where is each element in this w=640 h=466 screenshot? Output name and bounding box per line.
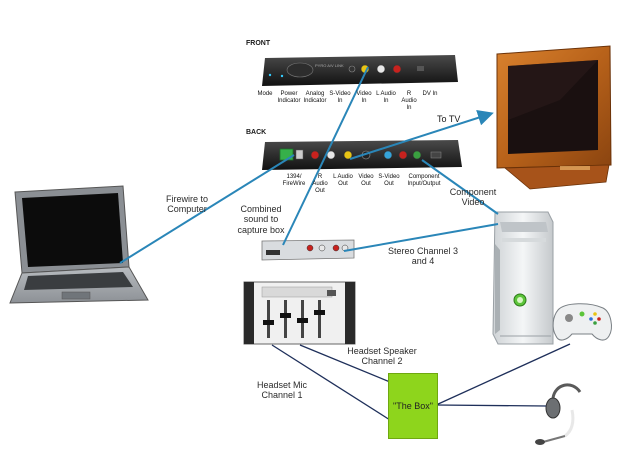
stereo-label: Stereo Channel 3 and 4 bbox=[387, 246, 459, 267]
combined-sound-label: Combined sound to capture box bbox=[237, 204, 285, 235]
headset-icon bbox=[535, 383, 582, 445]
front-port-label: R Audio In bbox=[401, 91, 417, 112]
mixer-icon bbox=[243, 281, 356, 345]
back-port-label: R Audio Out bbox=[312, 174, 328, 195]
sound-box bbox=[261, 239, 355, 261]
headset-lines bbox=[271, 343, 571, 421]
back-port-label: Component Input/Output bbox=[407, 174, 441, 188]
front-port-label: Video In bbox=[356, 91, 372, 105]
back-port-label: Video Out bbox=[358, 174, 374, 188]
xbox-controller-icon bbox=[552, 303, 612, 341]
svg-text:PYRO A/V LINK: PYRO A/V LINK bbox=[315, 63, 344, 68]
capture-box-front: PYRO A/V LINK bbox=[262, 55, 458, 86]
the-box-label: "The Box" bbox=[393, 401, 433, 411]
front-port-label: Mode bbox=[257, 91, 273, 97]
tv-icon bbox=[496, 45, 612, 190]
cable-component bbox=[421, 159, 499, 215]
to-tv-label: To TV bbox=[437, 114, 461, 124]
front-port-label: S-Video In bbox=[329, 91, 351, 105]
xbox-console-icon bbox=[492, 211, 554, 345]
front-port-label: DV In bbox=[422, 91, 438, 97]
front-title: FRONT bbox=[246, 40, 271, 47]
front-port-label: Analog Indicator bbox=[303, 91, 327, 105]
the-box: "The Box" bbox=[388, 373, 438, 439]
cable-video-in bbox=[282, 66, 369, 246]
component-label: Component Video bbox=[449, 187, 497, 208]
cable-firewire bbox=[119, 154, 295, 264]
cable-stereo bbox=[343, 223, 499, 252]
firewire-label: Firewire to Computer bbox=[165, 194, 208, 215]
logo-icon bbox=[286, 62, 314, 78]
back-port-label: L Audio Out bbox=[333, 174, 353, 188]
headset-speaker-label: Headset Speaker Channel 2 bbox=[347, 346, 417, 367]
front-port-label: L Audio In bbox=[376, 91, 396, 105]
back-port-label: S-Video Out bbox=[378, 174, 400, 188]
back-port-label: 1394/ FireWire bbox=[282, 174, 306, 188]
cable-to-tv bbox=[349, 110, 494, 160]
front-port-label: Power Indicator bbox=[277, 91, 301, 105]
laptop-icon bbox=[9, 185, 149, 304]
headset-mic-label: Headset Mic Channel 1 bbox=[256, 380, 308, 401]
cables bbox=[119, 66, 499, 264]
back-title: BACK bbox=[246, 129, 267, 136]
